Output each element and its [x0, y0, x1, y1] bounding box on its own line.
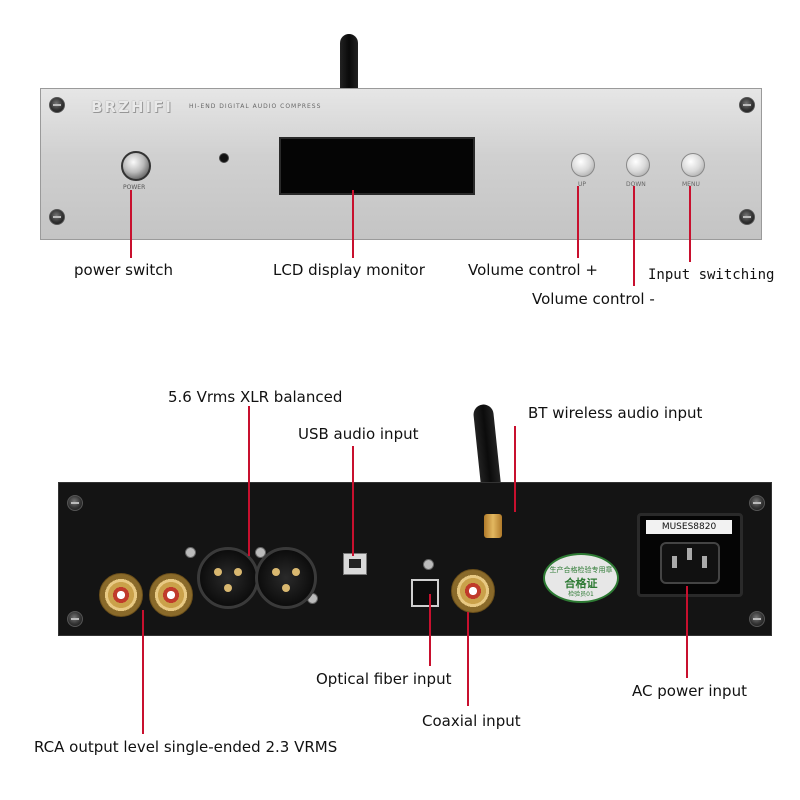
screw-icon: [67, 611, 83, 627]
lcd-display: [279, 137, 475, 195]
label-lcd: LCD display monitor: [273, 261, 425, 279]
callout-line: [248, 406, 250, 556]
sticker-text: 合格证: [564, 577, 598, 590]
callout-line: [577, 186, 579, 258]
ir-receiver: [219, 153, 229, 163]
antenna-connector: [484, 514, 502, 538]
rear-panel: 生产合格检验专用章 合格证 检验员01 MUSES8820: [58, 482, 772, 636]
screw-icon: [255, 547, 266, 558]
callout-line: [514, 426, 516, 512]
ac-sticker: MUSES8820: [646, 520, 732, 534]
callout-line: [142, 610, 144, 734]
ac-inlet: [660, 542, 720, 584]
xlr-output-right[interactable]: [255, 547, 317, 609]
screw-icon: [739, 97, 755, 113]
sticker-text: 生产合格检验专用章: [549, 566, 613, 574]
up-text: UP: [578, 181, 587, 188]
callout-line: [130, 190, 132, 258]
screw-icon: [739, 209, 755, 225]
ac-power-socket[interactable]: MUSES8820: [637, 513, 743, 597]
callout-line: [352, 190, 354, 258]
label-rca: RCA output level single-ended 2.3 VRMS: [34, 738, 338, 756]
front-panel: BRZHIFI HI-END DIGITAL AUDIO COMPRESS PO…: [40, 88, 762, 240]
menu-text: MENU: [682, 181, 700, 188]
brand-subtitle: HI-END DIGITAL AUDIO COMPRESS: [189, 103, 322, 110]
power-switch[interactable]: [121, 151, 151, 181]
brand-logo: BRZHIFI: [91, 98, 173, 116]
usb-port[interactable]: [343, 553, 367, 575]
screw-icon: [67, 495, 83, 511]
label-power-switch: power switch: [74, 261, 174, 279]
screw-icon: [749, 611, 765, 627]
down-text: DOWN: [626, 181, 646, 188]
callout-line: [633, 186, 635, 286]
screw-icon: [185, 547, 196, 558]
screw-icon: [749, 495, 765, 511]
qc-sticker: 生产合格检验专用章 合格证 检验员01: [543, 553, 619, 603]
label-volume-plus: Volume control +: [468, 261, 598, 279]
label-input-switching: Input switching: [648, 267, 775, 283]
sticker-text: 检验员01: [568, 591, 594, 598]
rca-output-left[interactable]: [99, 573, 143, 617]
callout-line: [352, 446, 354, 556]
menu-button[interactable]: [681, 153, 705, 177]
screw-icon: [423, 559, 434, 570]
label-volume-minus: Volume control -: [532, 290, 655, 308]
power-text: POWER: [123, 184, 146, 191]
screw-icon: [49, 97, 65, 113]
callout-line: [467, 612, 469, 706]
volume-down-button[interactable]: [626, 153, 650, 177]
rca-output-right[interactable]: [149, 573, 193, 617]
xlr-output-left[interactable]: [197, 547, 259, 609]
label-xlr: 5.6 Vrms XLR balanced: [168, 388, 343, 406]
label-bt: BT wireless audio input: [528, 404, 703, 422]
volume-up-button[interactable]: [571, 153, 595, 177]
callout-line: [686, 586, 688, 678]
coaxial-port[interactable]: [451, 569, 495, 613]
screw-icon: [49, 209, 65, 225]
callout-line: [429, 594, 431, 666]
label-optical: Optical fiber input: [316, 670, 452, 688]
label-ac: AC power input: [632, 682, 747, 700]
callout-line: [689, 186, 691, 262]
label-coaxial: Coaxial input: [422, 712, 521, 730]
antenna-front: [340, 34, 358, 92]
optical-port[interactable]: [411, 579, 439, 607]
label-usb: USB audio input: [298, 425, 419, 443]
